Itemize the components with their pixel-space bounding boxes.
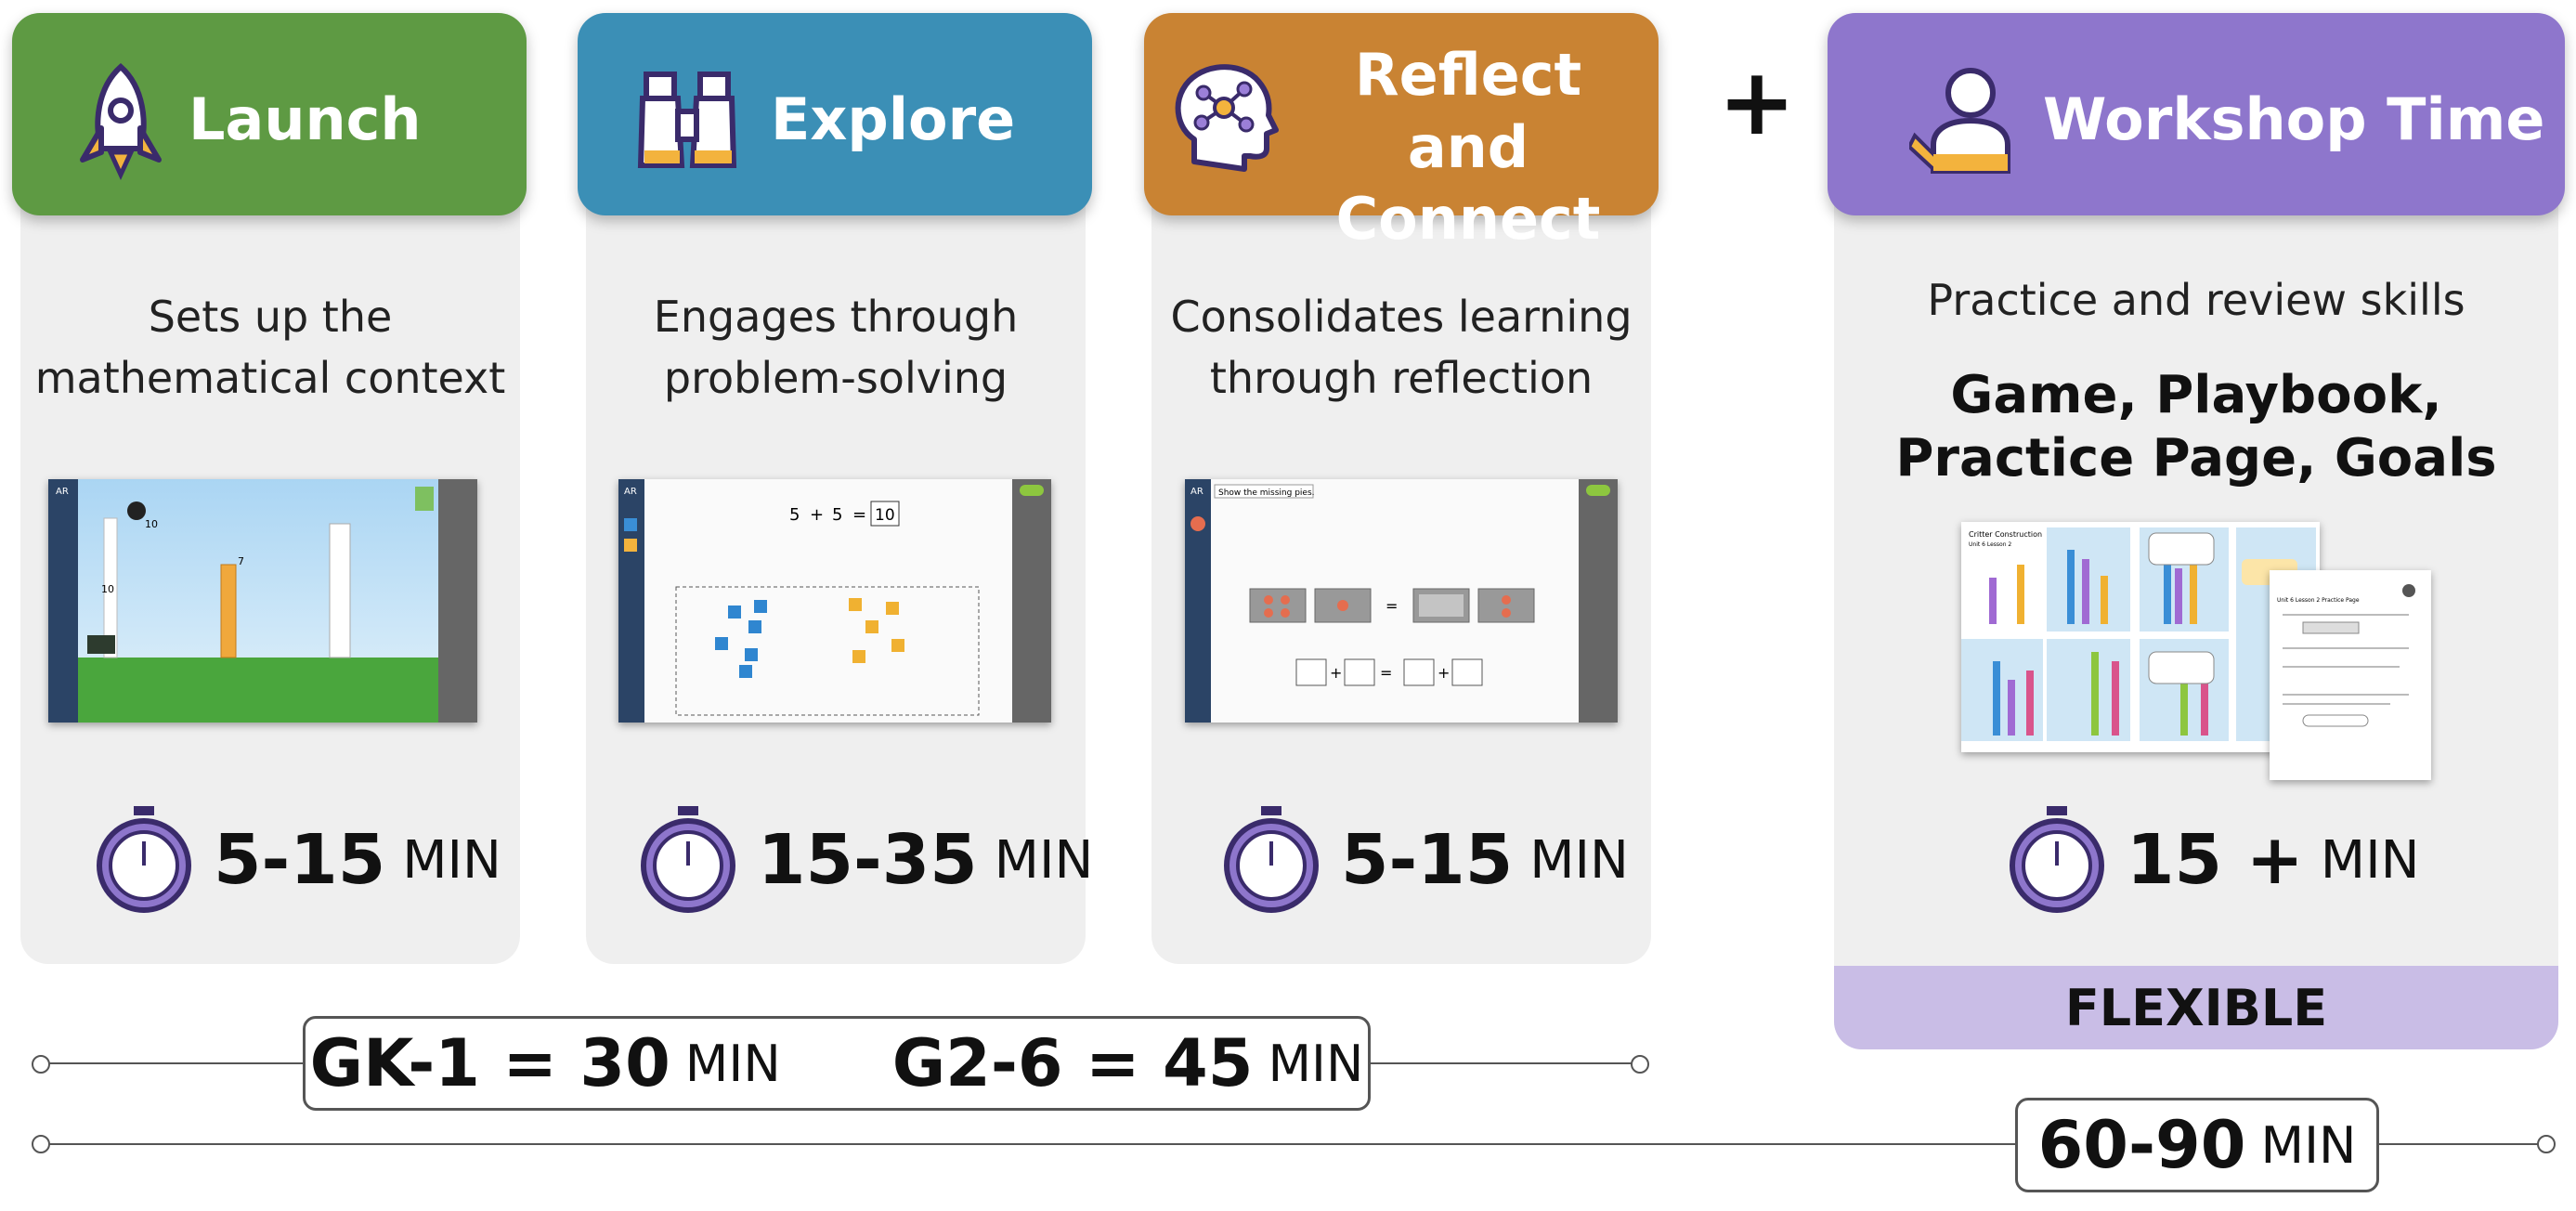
workshop-time: 15 +	[2127, 820, 2304, 900]
core-lesson-bracket-start	[32, 1055, 50, 1074]
binoculars-icon	[637, 72, 737, 168]
total-bracket-start	[32, 1135, 50, 1153]
explore-time-unit: MIN	[994, 829, 1094, 891]
practice-page-title: Unit 6 Lesson 2 Practice Page	[2277, 597, 2360, 604]
core-lesson-bracket-end	[1631, 1055, 1649, 1074]
launch-label-3: 7	[238, 555, 244, 567]
stopwatch-icon	[97, 806, 191, 913]
launch-timer: 5-15 MIN	[95, 804, 501, 916]
reflect-timer: 5-15 MIN	[1222, 804, 1629, 916]
reflect-prompt: Show the missing pies.	[1218, 488, 1315, 498]
gk1-duration: GK-1 = 30	[309, 1025, 670, 1101]
g26-duration: G2-6 = 45	[891, 1025, 1254, 1101]
launch-desc-line1: Sets up the	[148, 292, 393, 342]
reflect-time-unit: MIN	[1529, 829, 1629, 891]
workshop-playbook-page: Critter Construction Unit 6 Lesson 2	[1961, 522, 2320, 752]
launch-label-1: 10	[145, 518, 158, 530]
workshop-activities-line2: Practice Page, Goals	[1895, 428, 2497, 488]
explore-screenshot: AR 5 + 5 = 10	[618, 479, 1051, 723]
reflect-time: 5-15	[1341, 820, 1514, 900]
total-duration-unit: MIN	[2260, 1115, 2357, 1175]
workshop-title: Workshop Time	[2043, 85, 2545, 153]
explore-timer: 15-35 MIN	[639, 804, 1093, 916]
gk1-unit: MIN	[684, 1034, 781, 1093]
explore-eq-equals: =	[852, 505, 866, 525]
reflect-description: Consolidates learning through reflection	[1151, 286, 1651, 409]
workshop-timer: 15 + MIN	[2008, 804, 2419, 916]
explore-eq-a: 5	[789, 505, 800, 525]
total-bracket-end	[2537, 1135, 2556, 1153]
workshop-footer-label: FLEXIBLE	[2064, 978, 2328, 1037]
playbook-subtitle: Unit 6 Lesson 2	[1969, 541, 2011, 548]
reflect-title: Reflect and Connect	[1293, 39, 1644, 255]
reflect-desc-line2: through reflection	[1209, 353, 1594, 403]
explore-desc-line1: Engages through	[653, 292, 1019, 342]
reflect-op-plus-2: +	[1438, 664, 1450, 682]
rocket-icon	[80, 63, 162, 180]
launch-screenshot: 10 10 7 AR	[48, 479, 477, 723]
launch-description: Sets up the mathematical context	[20, 286, 520, 409]
stopwatch-icon	[641, 806, 735, 913]
explore-badge: AR	[624, 487, 637, 497]
reflect-title-line1: Reflect and	[1354, 41, 1582, 181]
reflect-title-line2: Connect	[1335, 185, 1601, 253]
explore-time: 15-35	[758, 820, 978, 900]
workshop-practice-page: Unit 6 Lesson 2 Practice Page	[2270, 570, 2431, 780]
teacher-icon	[1909, 68, 2010, 174]
core-lesson-duration: GK-1 = 30 MIN G2-6 = 45 MIN	[303, 1016, 1371, 1111]
workshop-footer: FLEXIBLE	[1834, 966, 2558, 1049]
workshop-activities-line1: Game, Playbook,	[1950, 365, 2442, 425]
reflect-op-plus: +	[1330, 664, 1342, 682]
explore-eq-b: 5	[832, 505, 842, 525]
launch-time: 5-15	[214, 820, 386, 900]
explore-eq-plus: +	[810, 505, 824, 525]
playbook-title: Critter Construction	[1969, 530, 2042, 539]
total-duration-value: 60-90	[2037, 1107, 2246, 1183]
explore-title: Explore	[771, 85, 1016, 153]
explore-desc-line2: problem-solving	[663, 353, 1008, 403]
launch-header: Launch	[12, 13, 527, 215]
head-network-icon	[1175, 64, 1279, 172]
g26-unit: MIN	[1268, 1034, 1364, 1093]
reflect-op-equals: =	[1386, 597, 1398, 615]
workshop-description: Practice and review skills	[1927, 275, 2465, 325]
total-duration: 60-90 MIN	[2015, 1098, 2379, 1192]
plus-sign: +	[1718, 47, 1796, 156]
stopwatch-icon	[1224, 806, 1319, 913]
launch-time-unit: MIN	[402, 829, 501, 891]
stopwatch-icon	[2010, 806, 2104, 913]
reflect-desc-line1: Consolidates learning	[1170, 292, 1633, 342]
launch-label-2: 10	[101, 583, 114, 595]
reflect-badge: AR	[1190, 487, 1203, 497]
workshop-time-unit: MIN	[2320, 829, 2420, 891]
explore-description: Engages through problem-solving	[586, 286, 1086, 409]
launch-title: Launch	[189, 85, 422, 153]
workshop-header: Workshop Time	[1828, 13, 2565, 215]
explore-eq-answer: 10	[875, 506, 895, 525]
launch-desc-line2: mathematical context	[34, 353, 506, 403]
total-bracket-line	[39, 1143, 2546, 1145]
reflect-op-equals-2: =	[1380, 664, 1392, 682]
workshop-activities: Game, Playbook, Practice Page, Goals	[1834, 364, 2558, 490]
launch-badge: AR	[56, 487, 69, 497]
reflect-screenshot: AR Show the missing pies. = + = +	[1185, 479, 1618, 723]
explore-header: Explore	[578, 13, 1092, 215]
reflect-header: Reflect and Connect	[1144, 13, 1659, 253]
